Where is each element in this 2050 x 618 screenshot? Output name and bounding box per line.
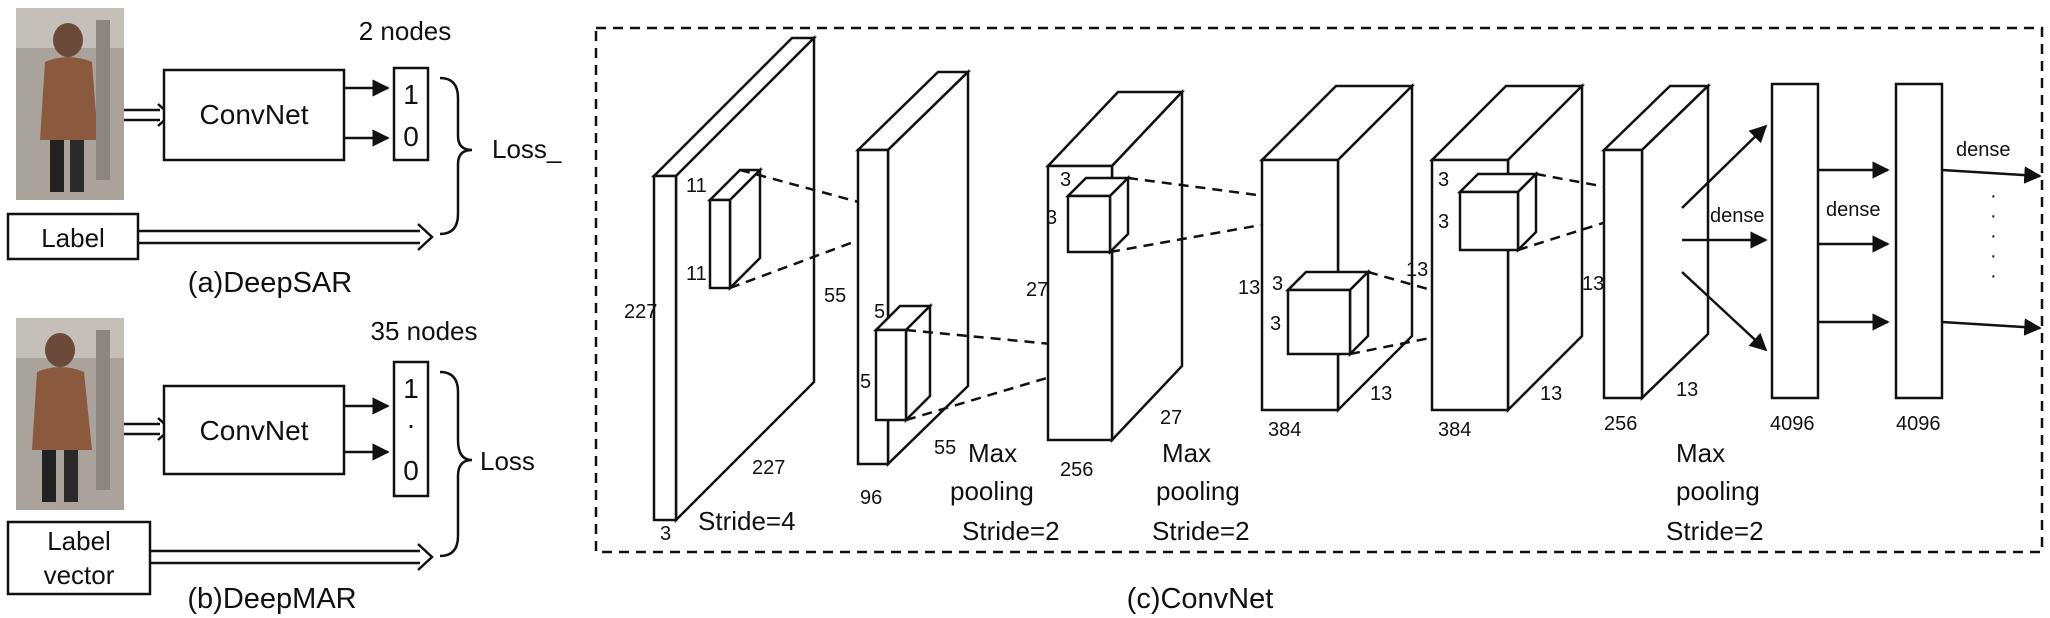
- convnet-caption: (c)ConvNet: [1127, 583, 1274, 615]
- pool1-line2: pooling: [950, 476, 1034, 506]
- conv2-kernel-top-label: 3: [1060, 169, 1071, 191]
- deepmar-label-line2: vector: [44, 560, 115, 590]
- pool3-line2: pooling: [1676, 476, 1760, 506]
- input-volume: [650, 34, 818, 524]
- deepmar-convnet-box: [162, 384, 346, 476]
- deepmar-label-line1: Label: [47, 526, 111, 556]
- conv1-kernel-top-label: 5: [874, 301, 885, 323]
- pool2-line1: Max: [1162, 438, 1211, 468]
- input-depth-label: 3: [660, 523, 671, 545]
- conv4-width-label: 13: [1540, 383, 1562, 405]
- output-dot: ·: [1990, 245, 1997, 267]
- deepsar-convnet-label: ConvNet: [200, 99, 309, 130]
- input-height-label: 227: [624, 301, 657, 323]
- conv5-depth-label: 256: [1604, 413, 1637, 435]
- conv1-volume: [854, 69, 972, 467]
- deepmar-nodes-label: 35 nodes: [371, 316, 478, 346]
- conv3-kernel-top-label: 3: [1272, 273, 1283, 295]
- deepmar-output-mid: ·: [406, 409, 415, 440]
- fc1-size-label: 4096: [1770, 413, 1815, 435]
- deepmar-caption: (b)DeepMAR: [187, 583, 356, 615]
- pool2-line2: pooling: [1156, 476, 1240, 506]
- pedestrian-image: [16, 318, 124, 510]
- pedestrian-image: [16, 8, 124, 200]
- pool3-line3: Stride=2: [1666, 516, 1764, 546]
- deepmar-output-box: [392, 360, 430, 498]
- conv3-height-label: 13: [1238, 277, 1260, 299]
- deepsar-loss-label: Loss_: [492, 134, 562, 164]
- conv2-width-label: 27: [1160, 407, 1182, 429]
- output-dot: ·: [1990, 185, 1997, 207]
- conv3-width-label: 13: [1370, 383, 1392, 405]
- deepmar-brace: [439, 370, 473, 558]
- deepmar-panel: ConvNet 1 · 0 35 nodes Loss Label vector…: [6, 316, 535, 615]
- deepsar-nodes-label: 2 nodes: [359, 16, 452, 46]
- conv3-kernel-left-label: 3: [1270, 313, 1281, 335]
- output-dot: ·: [1990, 205, 1997, 227]
- deepsar-convnet-box: [162, 68, 346, 162]
- conv1-kernel-left-label: 5: [860, 371, 871, 393]
- deepmar-label-box: [6, 520, 152, 596]
- conv4-depth-label: 384: [1438, 419, 1471, 441]
- deepsar-label-text: Label: [41, 223, 105, 253]
- output-dot: ·: [1990, 225, 1997, 247]
- deepsar-panel: ConvNet 1 0 2 nodes Loss_ Label (a)DeepS…: [6, 8, 562, 299]
- conv2-volume: [1045, 88, 1185, 444]
- conv1-depth-label: 96: [860, 487, 882, 509]
- conv4-kernel-top-label: 3: [1438, 169, 1449, 191]
- deepmar-output-bottom: 0: [403, 455, 419, 486]
- fc2-layer: [1894, 82, 1944, 400]
- fc1-dense-label: dense: [1710, 205, 1765, 227]
- fc2-dense-label: dense: [1826, 199, 1881, 221]
- conv2-depth-label: 256: [1060, 459, 1093, 481]
- conv3-depth-label: 384: [1268, 419, 1301, 441]
- pool1-line1: Max: [968, 438, 1017, 468]
- conv2-kernel-left-label: 3: [1046, 207, 1057, 229]
- conv1-width-label: 55: [934, 437, 956, 459]
- conv4-kernel-left-label: 3: [1438, 211, 1449, 233]
- deepsar-brace: [439, 76, 473, 236]
- convnet-dashed-frame: [594, 26, 2044, 554]
- pool2-line3: Stride=2: [1152, 516, 1250, 546]
- conv4-height-label: 13: [1406, 259, 1428, 281]
- output-dense-label: dense: [1956, 139, 2011, 161]
- deepmar-output-top: 1: [403, 373, 419, 404]
- input-kernel-left-label: 11: [686, 263, 707, 285]
- conv5-height-label: 13: [1582, 273, 1604, 295]
- input-width-label: 227: [752, 457, 785, 479]
- conv1-height-label: 55: [824, 285, 846, 307]
- pool3-line1: Max: [1676, 438, 1725, 468]
- deepsar-output-box: [392, 66, 430, 162]
- conv5-width-label: 13: [1676, 379, 1698, 401]
- deepsar-label-box: [6, 212, 140, 261]
- deepsar-output-top: 1: [403, 79, 419, 110]
- conv3-volume: [1258, 82, 1416, 414]
- fc1-layer: [1770, 82, 1820, 400]
- conv4-volume: [1428, 82, 1586, 414]
- conv5-volume: [1600, 83, 1712, 401]
- stride1-label: Stride=4: [698, 506, 796, 536]
- deepsar-caption: (a)DeepSAR: [188, 267, 352, 299]
- output-dot: ·: [1990, 265, 1997, 287]
- conv2-height-label: 27: [1026, 279, 1048, 301]
- deepmar-convnet-label: ConvNet: [200, 415, 309, 446]
- deepsar-output-bottom: 0: [403, 121, 419, 152]
- fc2-size-label: 4096: [1896, 413, 1941, 435]
- deepmar-loss-label: Loss: [480, 446, 535, 476]
- input-kernel-top-label: 11: [686, 175, 707, 197]
- convnet-panel: (c)ConvNet 227 227 3 11 11 Stride=4 55: [594, 26, 2044, 615]
- pool1-line3: Stride=2: [962, 516, 1060, 546]
